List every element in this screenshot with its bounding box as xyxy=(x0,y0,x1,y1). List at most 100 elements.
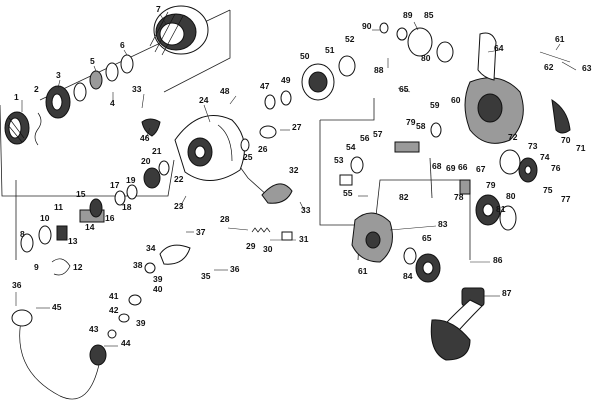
washer-part xyxy=(73,82,87,102)
handle-part xyxy=(430,287,485,361)
callout-p67: 67 xyxy=(476,164,486,174)
callout-p33b: 33 xyxy=(301,205,311,215)
callout-p43: 43 xyxy=(89,324,99,334)
line-clip-part xyxy=(51,258,71,276)
gear-part xyxy=(518,157,538,183)
callout-p48: 48 xyxy=(220,86,230,96)
callout-p38: 38 xyxy=(133,260,143,270)
washer-part xyxy=(120,54,134,74)
callout-p46: 46 xyxy=(140,133,150,143)
callout-p70: 70 xyxy=(561,135,571,145)
callout-p77: 77 xyxy=(561,194,571,204)
callout-p34: 34 xyxy=(146,243,156,253)
bail-trip-part xyxy=(159,244,191,265)
shaft-pin-part xyxy=(539,51,571,63)
washer-part xyxy=(396,27,408,41)
callout-p58: 58 xyxy=(416,121,426,131)
washer-part xyxy=(158,160,170,176)
callout-p89: 89 xyxy=(403,10,413,20)
callout-p6: 6 xyxy=(120,40,125,50)
callout-p36a: 36 xyxy=(230,264,240,274)
callout-p13: 13 xyxy=(68,236,78,246)
callout-p29: 29 xyxy=(246,241,256,251)
callout-p22: 22 xyxy=(174,174,184,184)
handle-knob-part xyxy=(551,99,571,134)
reel-body-part xyxy=(464,32,524,144)
callout-p10: 10 xyxy=(40,213,50,223)
bail-arm-cover-part xyxy=(141,118,161,137)
callout-p42: 42 xyxy=(109,305,119,315)
callout-p14: 14 xyxy=(85,222,95,232)
callout-p82: 82 xyxy=(399,192,409,202)
callout-p49: 49 xyxy=(281,75,291,85)
callout-p33a: 33 xyxy=(132,84,142,94)
callout-p75: 75 xyxy=(543,185,553,195)
callout-p87: 87 xyxy=(502,288,512,298)
callout-p4: 4 xyxy=(110,98,115,108)
callout-p50: 50 xyxy=(300,51,310,61)
bail-holder-part xyxy=(259,125,277,139)
callout-p32: 32 xyxy=(289,165,299,175)
callout-p30: 30 xyxy=(263,244,273,254)
line-roller-cover-part xyxy=(261,183,293,204)
rotor-part xyxy=(174,115,245,181)
washer-part xyxy=(128,294,142,306)
callout-p69: 69 xyxy=(446,163,456,173)
callout-p5: 5 xyxy=(90,56,95,66)
frame-gear-group xyxy=(374,179,470,226)
washer-part xyxy=(114,190,126,206)
drag-disc-part xyxy=(89,70,103,90)
pinion-collar-part xyxy=(89,198,103,218)
bearing-part xyxy=(338,55,356,77)
callout-p31: 31 xyxy=(299,234,309,244)
washer-part xyxy=(403,247,417,265)
callout-p40: 40 xyxy=(153,284,163,294)
parts xyxy=(4,5,571,400)
callout-p71: 71 xyxy=(576,143,586,153)
callout-p86: 86 xyxy=(493,255,503,265)
callout-p74: 74 xyxy=(540,152,550,162)
callout-p35: 35 xyxy=(201,271,211,281)
callout-p79b: 79 xyxy=(486,180,496,190)
frame-pinion xyxy=(429,157,433,199)
drag-knob-part xyxy=(4,111,30,145)
callout-p73: 73 xyxy=(528,141,538,151)
spool-part xyxy=(149,5,209,56)
callout-p59: 59 xyxy=(430,100,440,110)
callout-p72: 72 xyxy=(508,132,518,142)
callout-p2: 2 xyxy=(34,84,39,94)
washer-part xyxy=(118,313,130,323)
bail-holder-part xyxy=(11,309,33,327)
washer-part xyxy=(499,149,521,175)
callout-p44: 44 xyxy=(121,338,131,348)
callout-p76: 76 xyxy=(551,163,561,173)
pinion-part xyxy=(459,179,471,195)
bearing-part xyxy=(143,167,161,189)
callout-p79a: 79 xyxy=(406,117,416,127)
callout-p18: 18 xyxy=(122,202,132,212)
callout-p41: 41 xyxy=(109,291,119,301)
callout-p12: 12 xyxy=(73,262,83,272)
oscillating-slider-part xyxy=(394,141,420,153)
callout-p1: 1 xyxy=(14,92,19,102)
callout-p64: 64 xyxy=(494,43,504,53)
callout-p9: 9 xyxy=(34,262,39,272)
callout-p39b: 39 xyxy=(136,318,146,328)
callout-p23: 23 xyxy=(174,201,184,211)
callout-p55: 55 xyxy=(343,188,353,198)
callout-p24: 24 xyxy=(199,95,209,105)
callout-p84: 84 xyxy=(403,271,413,281)
callout-p28: 28 xyxy=(220,214,230,224)
collar-part xyxy=(240,138,250,152)
callout-p19: 19 xyxy=(126,175,136,185)
callout-p20: 20 xyxy=(141,156,151,166)
callout-p53: 53 xyxy=(334,155,344,165)
callout-p54: 54 xyxy=(346,142,356,152)
callout-p85: 85 xyxy=(424,10,434,20)
bearing-part xyxy=(499,205,517,231)
leader-lines xyxy=(15,13,577,347)
drive-gear-part xyxy=(475,194,501,226)
clip-spring-part xyxy=(34,112,42,146)
roller-spring-part xyxy=(251,227,271,233)
